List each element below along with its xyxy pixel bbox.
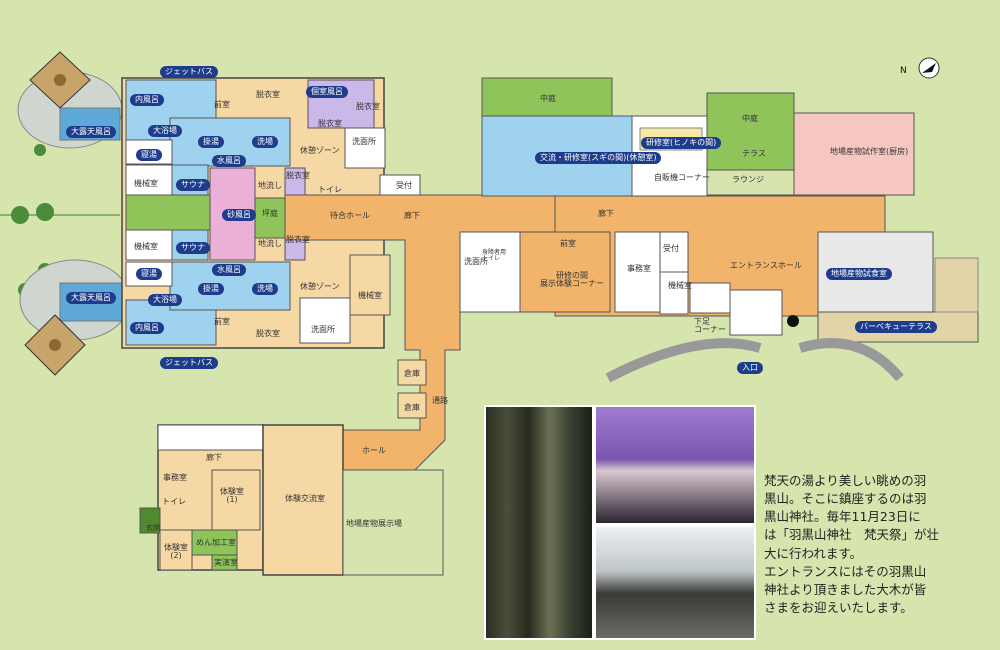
- label-dressing-d: 脱衣室: [286, 235, 310, 244]
- label-entrance[interactable]: 入口: [737, 362, 763, 374]
- label-experience-2: 体験室 (2): [164, 543, 188, 560]
- photo-big-tree: [484, 405, 594, 640]
- label-jet-bath-bottom: ジェットバス: [160, 357, 218, 369]
- label-machine-top: 機械室: [134, 179, 158, 188]
- label-cold-bath-bottom: 水風呂: [212, 264, 246, 276]
- description-line: さまをお迎えいたします。: [764, 599, 913, 615]
- label-noodle-room: めん加工室: [196, 538, 236, 547]
- description-line: 大に行われます。: [764, 545, 863, 561]
- label-exchange-room: 交流・研修室(スギの間)(休憩室): [535, 152, 662, 164]
- label-big-bath-bottom: 大浴場: [148, 294, 182, 306]
- svg-text:N: N: [900, 66, 907, 76]
- label-sauna-top: サウナ: [176, 179, 210, 191]
- label-big-bath-top: 大浴場: [148, 125, 182, 137]
- label-corridor-e: 廊下: [206, 453, 222, 462]
- label-genkan: 玄関: [146, 524, 160, 532]
- label-training-room-hinoki: 研修室(ヒノキの間): [641, 137, 722, 149]
- label-lying-bath-top: 寝湯: [136, 149, 162, 161]
- label-dressing-bottom: 脱衣室: [256, 329, 280, 338]
- label-entrance-hall: エントランスホール: [730, 261, 802, 270]
- label-office-a: 事務室: [627, 264, 651, 273]
- label-private-bath: 個室風呂: [306, 86, 348, 98]
- label-kakeyu-bottom: 掛湯: [198, 283, 224, 295]
- label-sauna-bottom: サウナ: [176, 242, 210, 254]
- label-dressing-small-b: 脱衣室: [318, 119, 342, 128]
- label-waiting-hall: 待合ホール: [330, 211, 370, 220]
- label-terrace: テラス: [742, 149, 766, 158]
- label-courtyard-a: 中庭: [540, 94, 556, 103]
- label-washroom-top: 洗面所: [352, 137, 376, 146]
- label-sand-bath: 砂風呂: [222, 209, 256, 221]
- label-reception-a: 受付: [396, 181, 412, 190]
- label-office-b: 事務室: [163, 473, 187, 482]
- description-line: 梵天の湯より美しい眺めの羽: [764, 473, 927, 488]
- label-outdoor-bath-top: 大露天風呂: [66, 126, 116, 138]
- label-inner-bath-bottom: 内風呂: [130, 322, 164, 334]
- label-front-room-bottom: 前室: [214, 317, 230, 326]
- label-disabled-toilet: 身障者用 トイレ: [482, 249, 507, 262]
- label-inner-bath-top: 内風呂: [130, 94, 164, 106]
- description-line: エントランスにはその羽黒山: [764, 563, 927, 579]
- label-hall: ホール: [362, 446, 386, 455]
- label-washroom-mid: 洗面所: [464, 257, 488, 266]
- label-kakeyu-top: 掛湯: [198, 136, 224, 148]
- label-warehouse-b: 倉庫: [404, 403, 420, 412]
- label-machine-right: 機械室: [668, 281, 692, 290]
- label-dining: 地場産物試食室: [826, 268, 892, 280]
- description-line: 黒山。そこに鎮座するのは羽: [764, 491, 927, 507]
- label-relax-bottom: 休憩ゾーン: [300, 282, 340, 291]
- label-jet-bath-top: ジェットバス: [160, 66, 218, 78]
- label-toilet-a: トイレ: [318, 185, 342, 194]
- label-tsubo-garden: 坪庭: [262, 209, 278, 218]
- description-line: 神社より頂きました大木が皆: [764, 581, 927, 597]
- label-courtyard-b: 中庭: [742, 114, 758, 123]
- description-text: 梵天の湯より美しい眺めの羽 黒山。そこに鎮座するのは羽 黒山神社。毎年11月23…: [764, 472, 989, 617]
- label-outdoor-bath-bottom: 大露天風呂: [66, 292, 116, 304]
- label-jifuro-bottom: 地流し: [258, 239, 282, 248]
- label-dressing-small-a: 脱衣室: [356, 102, 380, 111]
- label-practice-room: 実演室: [214, 558, 238, 567]
- label-vending: 自販機コーナー: [654, 173, 710, 182]
- label-workshop: 地場産物試作室(厨房): [830, 147, 909, 156]
- label-bbq-terrace: バーベキューテラス: [855, 321, 937, 333]
- label-wash-top: 洗場: [252, 136, 278, 148]
- label-training-hall: 研修の間 展示体験コーナー: [540, 271, 604, 288]
- label-experience-1: 体験室 (1): [220, 487, 244, 504]
- photo-shrine: [594, 525, 756, 640]
- label-produce-exhibit: 地場産物展示場: [346, 519, 402, 528]
- label-passage: 通路: [432, 396, 448, 405]
- photo-festival: [594, 405, 756, 525]
- label-lounge: ラウンジ: [732, 175, 764, 184]
- description-line: は「羽黒山神社 梵天祭」が壮: [764, 527, 940, 543]
- label-corridor-b: 廊下: [598, 209, 614, 218]
- label-relax-top: 休憩ゾーン: [300, 146, 340, 155]
- label-front-room-mid: 前室: [560, 239, 576, 248]
- label-wash-bottom: 洗場: [252, 283, 278, 295]
- label-dressing-c: 脱衣室: [286, 171, 310, 180]
- label-lying-bath-bottom: 寝湯: [136, 268, 162, 280]
- label-jifuro-top: 地流し: [258, 181, 282, 190]
- description-line: 黒山神社。毎年11月23日に: [764, 509, 921, 525]
- label-shoes-corner: 下足 コーナー: [694, 317, 726, 334]
- label-dressing-top: 脱衣室: [256, 90, 280, 99]
- label-toilet-b: トイレ: [162, 497, 186, 506]
- label-exchange-hall: 体験交流室: [285, 494, 325, 503]
- label-corridor-a: 廊下: [404, 211, 420, 220]
- label-reception-b: 受付: [663, 244, 679, 253]
- label-cold-bath-top: 水風呂: [212, 155, 246, 167]
- label-washroom-bottom: 洗面所: [311, 325, 335, 334]
- label-machine-mid: 機械室: [358, 291, 382, 300]
- label-machine-bottom: 機械室: [134, 242, 158, 251]
- label-front-room-top: 前室: [214, 100, 230, 109]
- label-warehouse-a: 倉庫: [404, 369, 420, 378]
